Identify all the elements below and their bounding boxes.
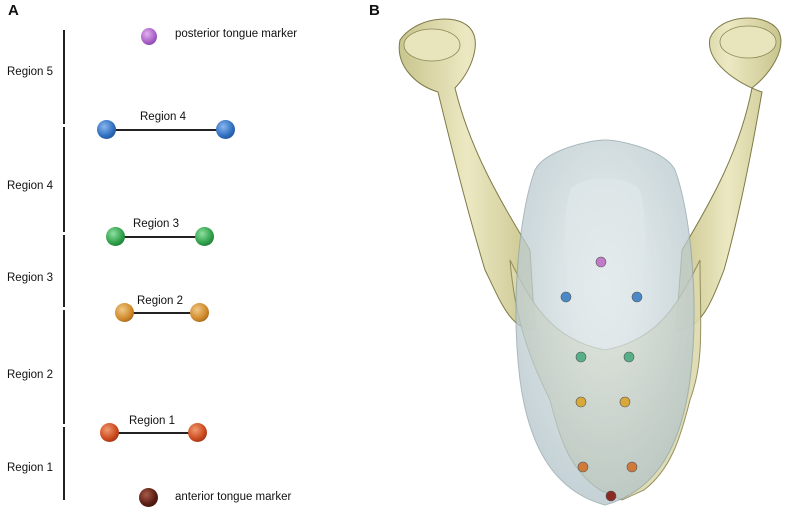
anterior-tongue-marker-label: anterior tongue marker: [175, 491, 292, 503]
panel-b-marker-4: [623, 351, 635, 363]
region-label-2: Region 2: [7, 369, 54, 381]
region-label-4: Region 4: [7, 180, 54, 192]
region-1-left-dot: [100, 423, 119, 442]
panel-b-marker-3: [575, 351, 587, 363]
panel-b-marker-1: [560, 291, 572, 303]
region-2-axis-segment: [63, 310, 65, 424]
region-3-axis-segment: [63, 235, 65, 307]
region-4-pair-label: Region 4: [140, 111, 187, 123]
panel-b-marker-2: [631, 291, 643, 303]
posterior-tongue-marker-label: posterior tongue marker: [175, 28, 298, 40]
panel-b-letter: B: [369, 2, 380, 19]
panel-b-markers: [560, 256, 643, 502]
region-label-1: Region 1: [7, 462, 54, 474]
region-label-5: Region 5: [7, 66, 54, 78]
region-2-pair-label: Region 2: [137, 295, 184, 307]
mandible-tongue-rendering: [398, 17, 782, 506]
region-1-right-dot: [188, 423, 207, 442]
anterior-tongue-marker-dot: [139, 488, 158, 507]
region-3-pair-line: [115, 236, 205, 238]
region-4-right-dot: [216, 120, 235, 139]
panel-b-marker-0: [595, 256, 607, 268]
panel-b-marker-7: [577, 461, 589, 473]
region-2-pair-line: [125, 312, 200, 314]
panel-a-letter: A: [8, 2, 19, 19]
region-2-left-dot: [115, 303, 134, 322]
panel-b-marker-6: [619, 396, 631, 408]
panel-b-marker-8: [626, 461, 638, 473]
region-3-pair-label: Region 3: [133, 218, 180, 230]
region-1-pair-label: Region 1: [129, 415, 176, 427]
region-2-right-dot: [190, 303, 209, 322]
region-3-right-dot: [195, 227, 214, 246]
panel-b-marker-5: [575, 396, 587, 408]
region-label-3: Region 3: [7, 272, 54, 284]
posterior-tongue-marker-dot: [141, 28, 157, 45]
panel-b-marker-9: [605, 490, 617, 502]
region-4-left-dot: [97, 120, 116, 139]
region-1-pair-line: [110, 432, 197, 434]
region-5-axis-segment: [63, 30, 65, 124]
left-ramus: [398, 18, 536, 331]
region-4-pair-line: [107, 129, 225, 131]
region-4-axis-segment: [63, 127, 65, 232]
region-3-left-dot: [106, 227, 125, 246]
region-1-axis-segment: [63, 427, 65, 500]
